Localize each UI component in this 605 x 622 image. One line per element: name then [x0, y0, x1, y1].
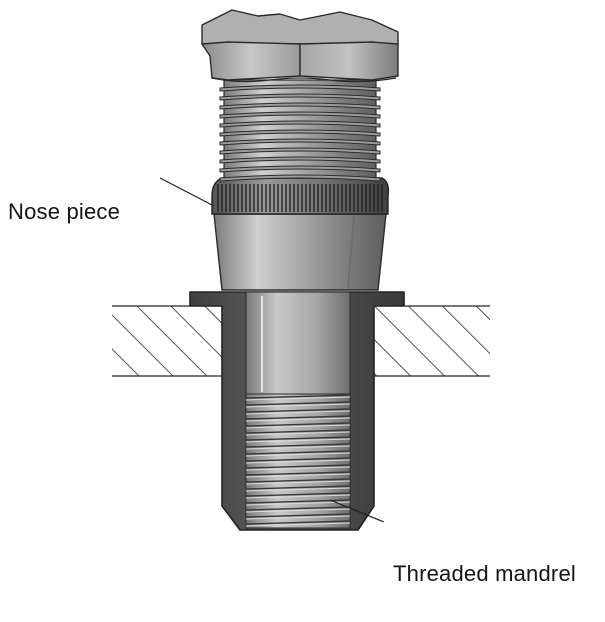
lower-thread-highlight — [245, 438, 351, 443]
lower-thread-highlight — [245, 515, 351, 520]
lower-thread-highlight — [245, 508, 351, 513]
upper-thread-crest — [219, 147, 381, 155]
lower-thread-highlight — [245, 452, 351, 457]
lower-thread-line — [245, 422, 351, 427]
lower-thread-highlight — [245, 522, 351, 527]
upper-thread-crest — [219, 84, 381, 92]
insert-bore — [245, 291, 351, 413]
workpiece-plate — [112, 305, 490, 377]
lower-thread-line — [245, 429, 351, 434]
mandrel-thread-upper — [219, 79, 381, 182]
lower-thread-line — [245, 492, 351, 497]
lower-thread-highlight — [245, 445, 351, 450]
lower-thread-highlight — [245, 417, 351, 422]
lower-thread-highlight — [245, 396, 351, 401]
lower-thread-highlight — [245, 459, 351, 464]
lower-thread-highlight — [245, 410, 351, 415]
nose-piece-shade — [347, 215, 355, 289]
nose-piece-label: Nose piece — [8, 199, 121, 224]
upper-thread-crest — [219, 111, 381, 119]
lower-thread-highlight — [245, 431, 351, 436]
lower-thread-highlight — [245, 424, 351, 429]
plate-right — [374, 306, 490, 376]
lower-thread-highlight — [245, 403, 351, 408]
lower-thread-line — [245, 520, 351, 525]
lower-thread-highlight — [245, 501, 351, 506]
hex-nut-face-right — [299, 41, 399, 81]
hex-nut — [201, 9, 399, 83]
lower-thread-line — [245, 443, 351, 448]
upper-thread-crest — [219, 174, 381, 182]
upper-thread-crest — [219, 138, 381, 146]
lower-thread-line — [245, 513, 351, 518]
lower-thread-highlight — [245, 480, 351, 485]
lower-thread-line — [245, 457, 351, 462]
knurled-collar — [211, 177, 390, 215]
lower-thread-line — [245, 464, 351, 469]
hex-nut-face-left — [201, 41, 301, 81]
lower-thread-line — [245, 450, 351, 455]
upper-thread-crest — [219, 93, 381, 101]
lower-thread-highlight — [245, 494, 351, 499]
lower-thread-line — [245, 485, 351, 490]
mandrel-thread-lower — [245, 393, 351, 529]
hex-nut-chamfer — [211, 77, 397, 83]
lower-thread-line — [245, 415, 351, 420]
lower-thread-line — [245, 506, 351, 511]
lower-thread-highlight — [245, 473, 351, 478]
mandrel-leader-line — [329, 499, 385, 523]
lower-thread-line — [245, 408, 351, 413]
lower-thread-line — [245, 471, 351, 476]
lower-thread-line — [245, 401, 351, 406]
upper-thread-crest — [219, 102, 381, 110]
upper-thread-crest — [219, 120, 381, 128]
lower-thread-line — [245, 394, 351, 399]
hex-nut-top — [201, 9, 399, 45]
upper-thread-crest — [219, 156, 381, 164]
lower-thread-line — [245, 436, 351, 441]
upper-thread-crest — [219, 165, 381, 173]
lower-thread-line — [245, 478, 351, 483]
lower-thread-highlight — [245, 466, 351, 471]
nose-piece — [213, 213, 387, 291]
lower-thread-highlight — [245, 487, 351, 492]
threaded-mandrel-label: Threaded mandrel — [393, 561, 576, 586]
plate-left — [112, 306, 222, 376]
upper-thread-crest — [219, 129, 381, 137]
nose-piece-leader-line — [159, 177, 215, 207]
